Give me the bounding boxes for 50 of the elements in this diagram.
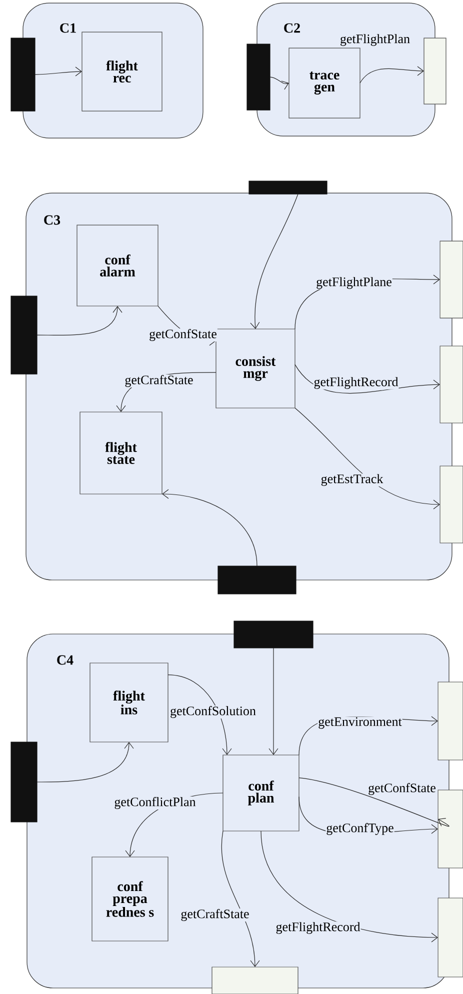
edge-label: getConfSolution	[170, 706, 256, 718]
port-box	[424, 38, 446, 104]
port-bar	[234, 620, 314, 648]
arrow	[268, 648, 278, 755]
component-box: consist mgr	[216, 328, 296, 408]
edge-label: getFlightPlan	[339, 34, 411, 46]
edge-label: getFlightRecord	[275, 922, 361, 934]
component-box: flight rec	[82, 32, 162, 112]
port-box	[438, 790, 463, 868]
edge-label: getConflictPlan	[114, 796, 196, 810]
arrow	[36, 306, 122, 336]
edge-label: getEnvironment	[318, 716, 402, 730]
arrow	[250, 194, 298, 329]
port-box	[440, 346, 463, 424]
edge-label: getConfState	[148, 328, 218, 342]
edge-label: getFlightPlane	[316, 276, 392, 290]
port-bar	[248, 180, 328, 194]
component-box: flight ins	[90, 662, 168, 742]
port-bar	[218, 566, 296, 594]
edge-label: getCraftState	[180, 908, 250, 922]
component-box: trace gen	[288, 48, 360, 118]
component-box: flight state	[80, 412, 162, 494]
arrow	[294, 364, 440, 394]
arrow	[36, 742, 134, 782]
arrow	[270, 76, 289, 90]
arrow	[34, 66, 82, 76]
component-box: conf plan	[222, 754, 300, 832]
arrow	[168, 674, 232, 755]
port-bar	[10, 742, 38, 822]
port-bar	[10, 296, 38, 374]
port-bar	[246, 44, 270, 110]
arrow	[298, 778, 450, 827]
arrow	[221, 830, 260, 967]
edge-label: getConfState	[368, 782, 436, 796]
port-box	[440, 240, 463, 318]
port-box	[440, 466, 463, 544]
edge-label: getFlightRecord	[313, 376, 399, 390]
component-box: conf alarm	[76, 224, 158, 306]
port-box	[438, 682, 463, 760]
port-box	[212, 966, 298, 994]
port-box	[438, 898, 463, 978]
arrow	[260, 830, 438, 942]
component-box: conf prepa rednes s	[92, 856, 168, 942]
port-bar	[10, 38, 36, 112]
arrow	[360, 66, 424, 84]
arrow	[294, 408, 440, 510]
edge-label: getEstTrack	[320, 474, 384, 486]
edge-label: getConfType	[326, 822, 394, 836]
edge-label: getCraftState	[124, 374, 194, 388]
arrow	[162, 489, 258, 566]
